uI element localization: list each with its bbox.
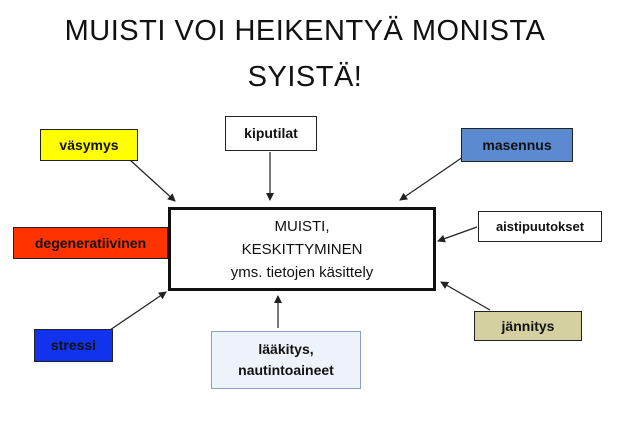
factor-box-vasymys: väsymys — [40, 129, 138, 161]
arrow-vasymys — [129, 159, 176, 202]
page-title: MUISTI VOI HEIKENTYÄ MONISTA SYISTÄ! — [0, 8, 610, 100]
title-line-2: SYISTÄ! — [247, 61, 363, 93]
center-line-2: KESKITTYMINEN — [241, 240, 363, 258]
laakitys-line-2: nautintoaineet — [238, 362, 334, 378]
factor-box-laakitys: lääkitys, nautintoaineet — [211, 331, 361, 389]
center-line-3: yms. tietojen käsittely — [230, 263, 374, 281]
factor-box-masennus: masennus — [461, 128, 573, 162]
factor-box-aistipuutokset: aistipuutokset — [478, 211, 602, 242]
factor-box-jannitys: jännitys — [474, 311, 582, 341]
arrow-masennus — [399, 156, 464, 201]
arrow-jannitys — [440, 281, 491, 311]
arrow-stressi — [109, 291, 167, 331]
factor-box-stressi: stressi — [34, 329, 113, 362]
factor-box-kiputilat: kiputilat — [225, 116, 317, 151]
center-box-memory: MUISTI, KESKITTYMINEN yms. tietojen käsi… — [168, 207, 436, 291]
arrow-aistipuutokset — [437, 226, 478, 243]
factor-box-degeneratiivinen: degeneratiivinen — [13, 227, 168, 259]
laakitys-line-1: lääkitys, — [258, 341, 314, 357]
center-line-1: MUISTI, — [274, 217, 330, 235]
title-line-1: MUISTI VOI HEIKENTYÄ MONISTA — [64, 15, 546, 47]
